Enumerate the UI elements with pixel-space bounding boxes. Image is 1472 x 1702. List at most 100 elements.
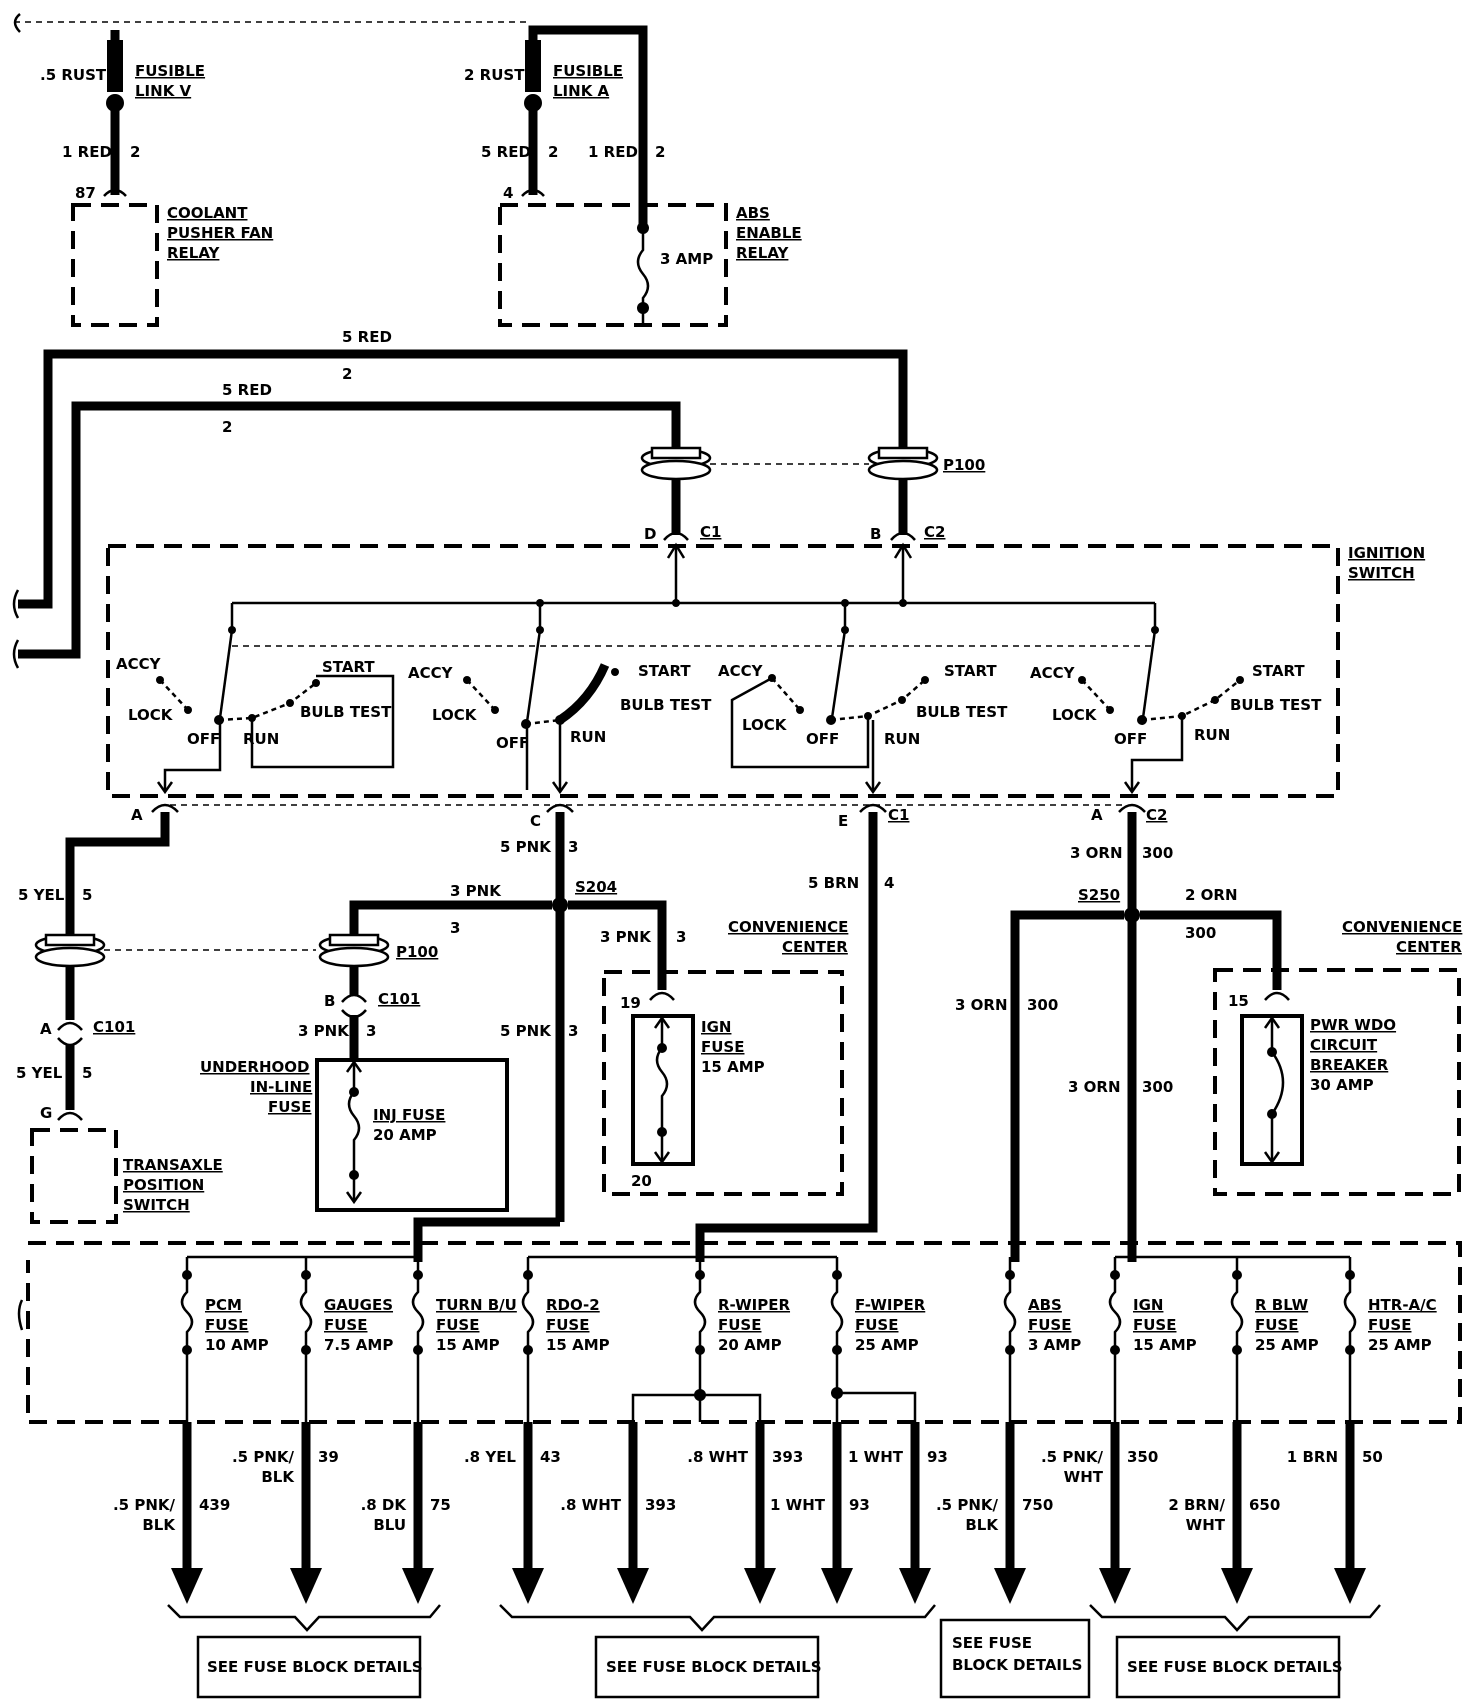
fusible-v-label: FUSIBLE [135,62,205,80]
circuit-label: 5 [82,886,92,904]
output-wire-label: WHT [1186,1516,1226,1534]
output-circuit-label: 393 [772,1448,803,1466]
ignition-title-2: SWITCH [1348,564,1415,582]
output-wire-label: .5 PNK/ [113,1496,176,1514]
wire-label: 5 PNK [500,838,552,856]
coolant-relay-label: COOLANT [167,204,248,222]
coolant-relay-label-3: RELAY [167,244,221,262]
output-circuit-label: 50 [1362,1448,1383,1466]
see-fuse-box-4 [1115,1635,1341,1699]
bulb-test-label: BULB TEST [620,696,712,714]
underhood-label-2: IN-LINE [250,1078,312,1096]
output-wire-label: BLK [142,1516,176,1534]
fuse-5: F-WIPER FUSE 25 AMP [830,1257,926,1422]
convenience-center-box-1 [602,970,844,1196]
fuse-name: HTR-A/C [1368,1296,1437,1314]
circuit-label: 3 [676,928,686,946]
circuit-label: 3 [450,919,460,937]
fusible-a-label-2: LINK A [553,82,610,100]
p100-label: P100 [396,943,438,961]
ign-fuse-amp: 15 AMP [701,1058,765,1076]
connector-label: C2 [1146,806,1167,824]
circuit-label: 3 [366,1022,376,1040]
splice-label: S204 [575,878,617,896]
pin-label: A [40,1020,52,1038]
convenience-center-box-2 [1213,968,1461,1196]
circuit-label: 300 [1185,924,1216,942]
fusible-link-a-symbol [525,40,541,92]
lock-label: LOCK [432,706,478,724]
fuse-word: FUSE [855,1316,898,1334]
circuit-label: 300 [1027,996,1058,1014]
fusible-a-wire-label: 2 RUST [464,66,525,84]
transaxle-label-2: POSITION [123,1176,204,1194]
fuse-amp: 25 AMP [855,1336,919,1354]
pin-label: C [530,812,541,830]
fuse-amp: 25 AMP [1368,1336,1432,1354]
lock-label: LOCK [742,716,788,734]
wire-label: 2 ORN [1185,886,1238,904]
fuse-name: GAUGES [324,1296,393,1314]
see-fuse-box-3 [939,1618,1091,1699]
bulb-test-label: BULB TEST [1230,696,1322,714]
fusible-v-label-2: LINK V [135,82,192,100]
connector-label: C1 [888,806,909,824]
inj-fuse-amp: 20 AMP [373,1126,437,1144]
fuse-amp: 3 AMP [1028,1336,1081,1354]
see-fuse-block-label: SEE FUSE BLOCK DETAILS [207,1658,423,1676]
off-label: OFF [1114,730,1147,748]
output-circuit-label: 350 [1127,1448,1158,1466]
output-wire-label: WHT [1064,1468,1104,1486]
fuse-amp: 15 AMP [1133,1336,1197,1354]
wire-label: 5 PNK [500,1022,552,1040]
convenience-label: CONVENIENCE [1342,918,1462,936]
output-wire-label: .8 WHT [560,1496,621,1514]
pin-label: 87 [75,184,96,202]
fuse-name: PCM [205,1296,242,1314]
pin-label: 15 [1228,992,1249,1010]
coolant-relay-label-2: PUSHER FAN [167,224,273,242]
fuse-word: FUSE [436,1316,479,1334]
pin-label: 4 [503,184,513,202]
splice-s204 [552,897,568,913]
p100-connector-2 [867,446,939,481]
output-wire-label: 1 WHT [848,1448,904,1466]
underhood-fuse-box [315,1058,509,1212]
pin-label: B [870,525,881,543]
output-circuit-label: 39 [318,1448,339,1466]
output-wire-label: BLK [965,1516,999,1534]
start-label: START [322,658,375,676]
output-wire-label: 1 WHT [770,1496,826,1514]
fuse-name: RDO-2 [546,1296,600,1314]
underhood-label: UNDERHOOD [200,1058,310,1076]
fuse-amp: 25 AMP [1255,1336,1319,1354]
wire-label: 3 PNK [450,882,502,900]
convenience-label-2: CENTER [782,938,848,956]
wire-label: 3 ORN [1068,1078,1121,1096]
see-fuse-block-label-2: BLOCK DETAILS [952,1656,1082,1674]
transaxle-label-3: SWITCH [123,1196,190,1214]
ignition-switch: IGNITION SWITCH ACCY LOCK OFF RUN START … [106,542,1425,830]
fuse-name: F-WIPER [855,1296,926,1314]
fuse-amp-label: 3 AMP [660,250,713,268]
see-fuse-block-label: SEE FUSE BLOCK DETAILS [1127,1658,1343,1676]
fuse-amp: 20 AMP [718,1336,782,1354]
run-label: RUN [884,730,920,748]
connector-label: C2 [924,523,945,541]
abs-relay-box [498,203,728,327]
fuse-word: FUSE [205,1316,248,1334]
